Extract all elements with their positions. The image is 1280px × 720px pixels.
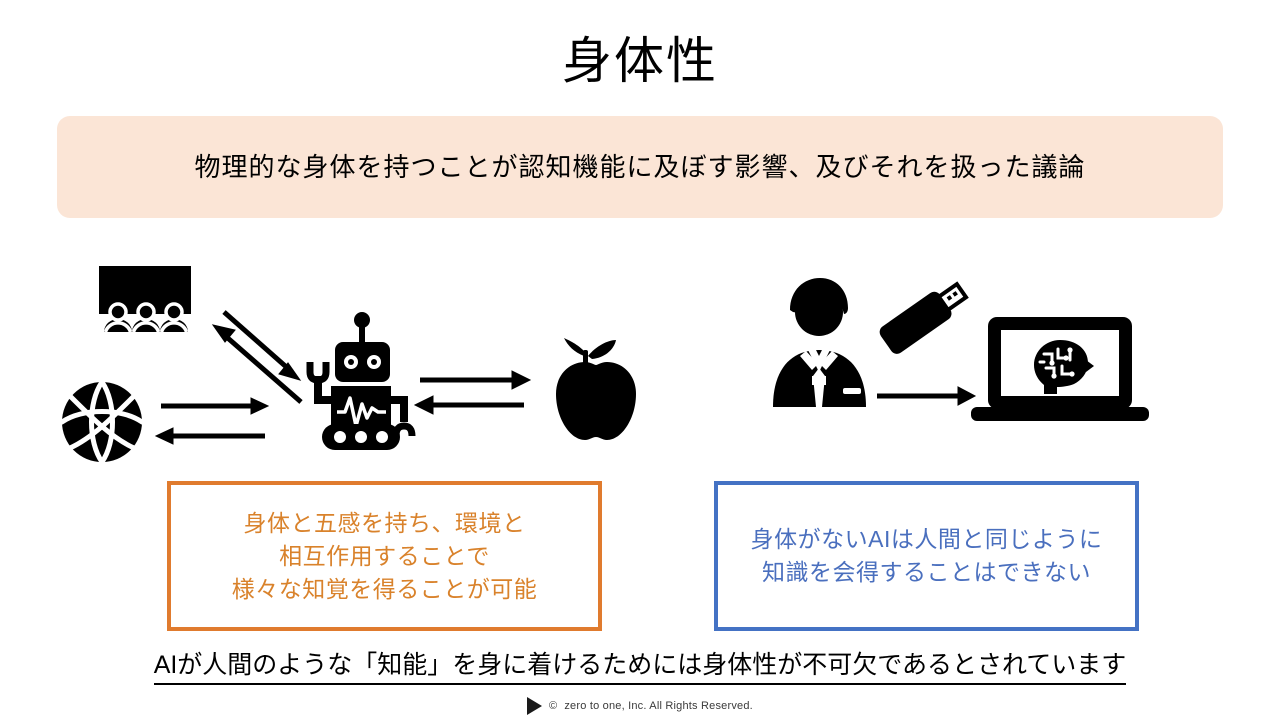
robot-icon [306,312,416,450]
copyright-symbol: © [549,700,558,712]
apple-icon [556,338,636,440]
businessman-icon [773,278,866,407]
callout-blue-line-1: 身体がないAIは人間と同じように [750,526,1103,552]
robot-apple-arrow-pair [413,370,532,415]
page-title: 身体性 [562,33,718,89]
basketball-robot-arrow-pair [154,397,270,445]
basketball-icon [59,379,145,465]
robot-to-audience-arrow [211,324,303,404]
conclusion-line: AIが人間のような「知能」を身に着けるためには身体性が不可欠であるとされています [0,648,1280,685]
callout-orange-text: 身体と五感を持ち、環境と 相互作用することで 様々な知覚を得ることが可能 [232,507,538,606]
callout-orange-line-3: 様々な知覚を得ることが可能 [231,575,538,602]
subtitle-banner: 物理的な身体を持つことが認知機能に及ぼす影響、及びそれを扱った議論 [57,116,1223,218]
person-to-laptop-arrow [877,386,977,406]
apple-to-robot-arrow [413,395,524,415]
robot-to-apple-arrow [420,370,532,390]
callout-box-disembodied: 身体がないAIは人間と同じように 知識を会得することはできない [714,481,1139,631]
footer-copyright-text: zero to one, Inc. All Rights Reserved. [564,700,753,712]
callout-orange-line-1: 身体と五感を持ち、環境と [243,509,526,536]
callout-orange-line-2: 相互作用することで [279,542,490,569]
subtitle-banner-text: 物理的な身体を持つことが認知機能に及ぼす影響、及びそれを扱った議論 [194,152,1086,182]
callout-blue-text: 身体がないAIは人間と同じように 知識を会得することはできない [751,523,1103,589]
robot-to-basketball-arrow [154,427,265,445]
usb-drive-icon [879,281,969,354]
illustration-area [0,250,1280,475]
audience-robot-arrow-pair [211,310,303,404]
basketball-to-robot-arrow [161,397,270,415]
presentation-screen-audience-icon [99,266,191,333]
play-triangle-icon [527,697,543,715]
callout-box-embodied: 身体と五感を持ち、環境と 相互作用することで 様々な知覚を得ることが可能 [167,481,602,631]
audience-to-robot-arrow [222,310,302,381]
slide-footer: © zero to one, Inc. All Rights Reserved. [0,697,1280,715]
laptop-ai-brain-icon [971,317,1149,421]
conclusion-text: AIが人間のような「知能」を身に着けるためには身体性が不可欠であるとされています [153,648,1127,685]
callout-blue-line-2: 知識を会得することはできない [761,559,1091,585]
